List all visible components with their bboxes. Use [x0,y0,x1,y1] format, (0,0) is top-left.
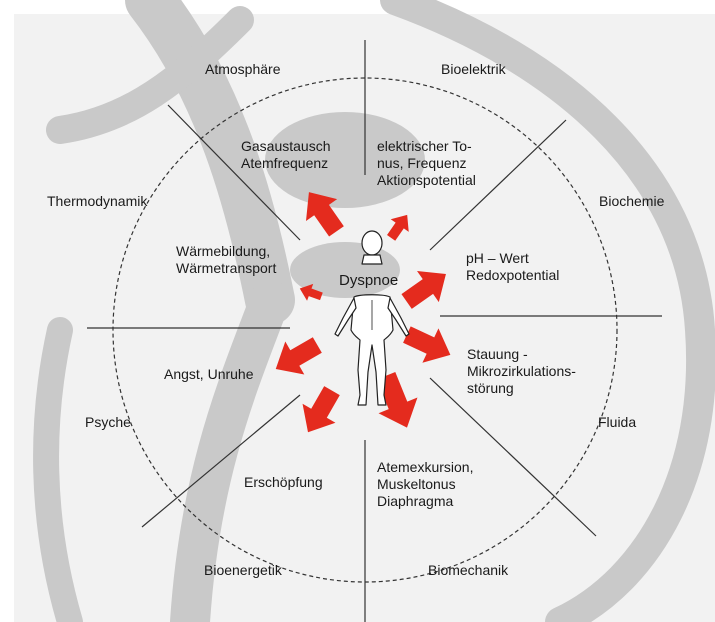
sector-label-thermodynamik: Thermodynamik [47,193,147,210]
sector-label-psyche: Psyche [85,414,131,431]
sector-label-bioenergetik: Bioenergetik [204,562,282,579]
effect-label-stauung: Stauung - Mikrozirkulations- störung [467,346,576,397]
sector-label-biochemie: Biochemie [599,193,664,210]
sector-label-biomechanik: Biomechanik [428,562,508,579]
effect-label-elektrisch: elektrischer To- nus, Frequenz Aktionspo… [377,138,476,189]
effect-label-ph: pH – Wert Redoxpotential [466,250,559,284]
effect-label-waerme: Wärmebildung, Wärmetransport [176,243,276,277]
sector-label-bioelektrik: Bioelektrik [441,61,506,78]
effect-label-erschoepfung: Erschöpfung [244,474,323,491]
center-label-dyspnoe: Dyspnoe [339,272,398,289]
effect-label-atemexkursion: Atemexkursion, Muskeltonus Diaphragma [377,459,473,510]
sector-label-atmosphaere: Atmosphäre [205,61,280,78]
sector-label-fluida: Fluida [598,414,636,431]
effect-label-angst: Angst, Unruhe [164,366,254,383]
effect-label-gasaustausch: Gasaustausch Atemfrequenz [241,138,331,172]
